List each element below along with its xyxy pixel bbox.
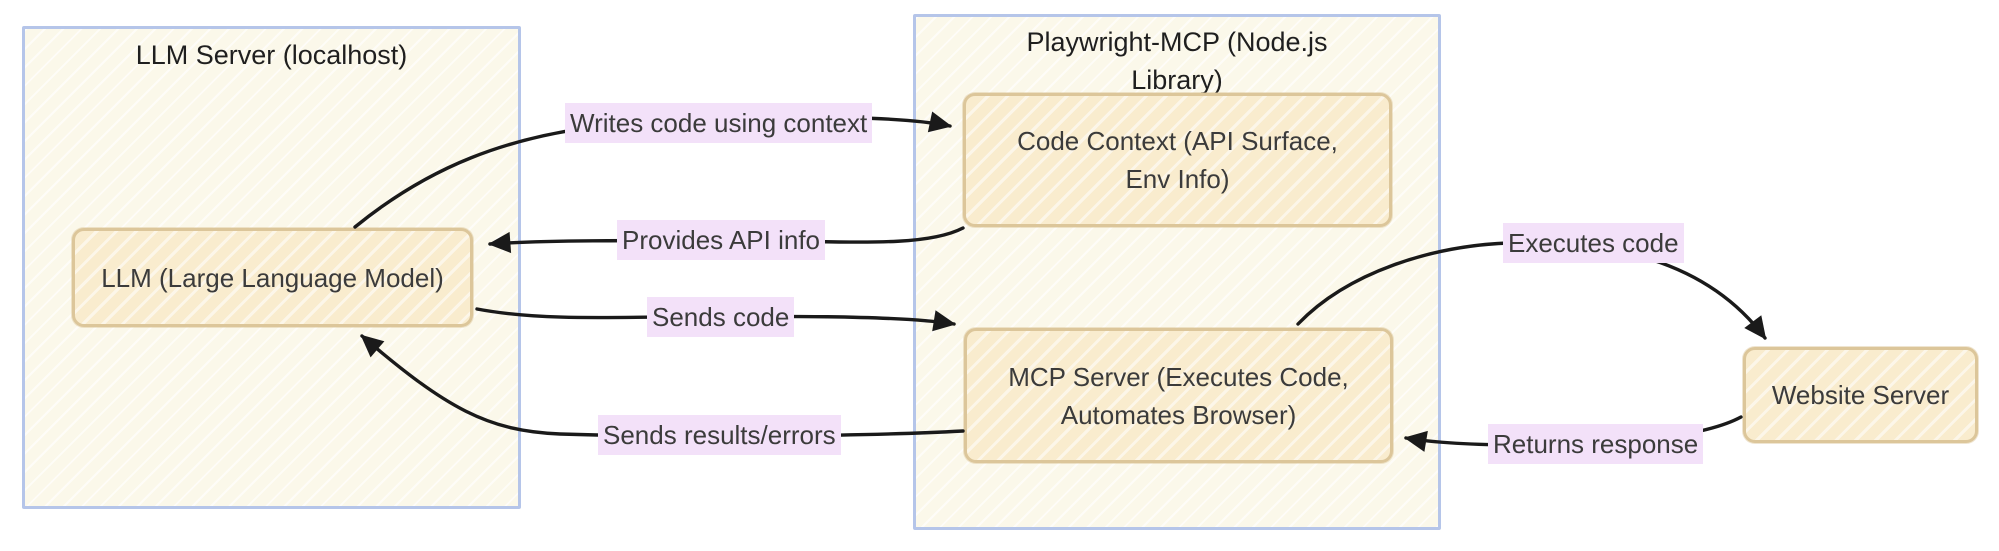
llm-node-label: LLM (Large Language Model): [101, 262, 444, 293]
edge-label-sends-code: Sends code: [647, 297, 795, 337]
llm-node: LLM (Large Language Model): [72, 228, 473, 327]
edge-label-returns-response: Returns response: [1488, 424, 1704, 464]
code-context-node-label-line1: Code Context (API Surface,: [1017, 126, 1338, 156]
llm-server-container-title-line: LLM Server (localhost): [135, 40, 408, 70]
edge-label-provides-api: Provides API info: [617, 220, 825, 260]
website-server-node: Website Server: [1743, 347, 1978, 443]
mcp-server-node: MCP Server (Executes Code, Automates Bro…: [964, 328, 1393, 463]
mcp-server-node-label-line1: MCP Server (Executes Code,: [1008, 361, 1349, 392]
playwright-mcp-container-title: Playwright-MCP (Node.js Library): [916, 23, 1438, 99]
playwright-mcp-container-title-line2: Library): [1131, 65, 1223, 95]
llm-server-container-title: LLM Server (localhost): [25, 36, 518, 74]
code-context-node-label-line2: Env Info): [1125, 164, 1230, 194]
edge-label-sends-results: Sends results/errors: [598, 415, 841, 455]
edge-label-writes-code: Writes code using context: [565, 103, 873, 143]
code-context-node: Code Context (API Surface, Env Info): [963, 93, 1392, 227]
edge-label-executes-code: Executes code: [1503, 223, 1684, 263]
playwright-mcp-container-title-line1: Playwright-MCP (Node.js: [1026, 27, 1328, 57]
website-server-node-label: Website Server: [1771, 380, 1950, 410]
mcp-server-node-label-line2: Automates Browser): [1060, 399, 1297, 430]
